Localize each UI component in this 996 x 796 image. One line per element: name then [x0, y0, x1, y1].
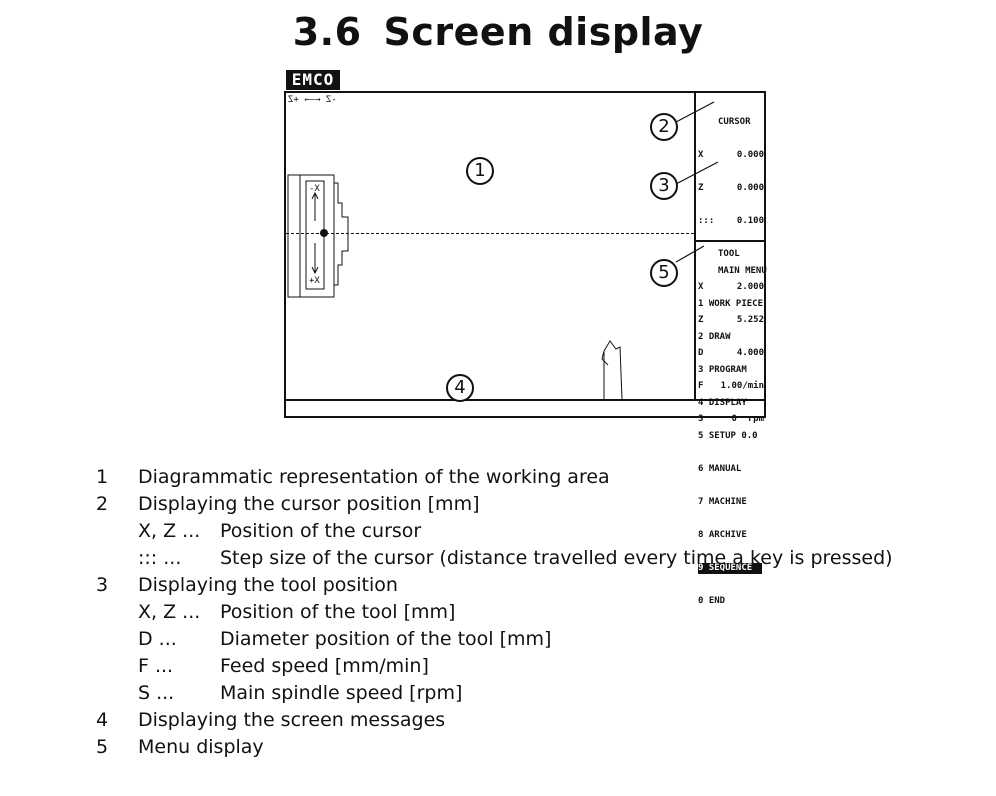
tool-s-key: S — [698, 414, 704, 424]
menu-divider — [696, 240, 764, 242]
legend-sub-item: D ... Diameter position of the tool [mm] — [138, 626, 893, 653]
menu-item-work-piece[interactable]: 1 WORK PIECE — [698, 299, 764, 309]
x-arrow-head-up — [311, 191, 319, 200]
cursor-x-key: X — [698, 150, 704, 160]
legend-item-4: 4 Displaying the screen messages — [96, 707, 893, 734]
legend-item-2: 2 Displaying the cursor position [mm] — [96, 491, 893, 518]
tool-row-d: D 4.000 — [698, 348, 764, 359]
menu-item-program[interactable]: 3 PROGRAM — [698, 365, 747, 375]
legend-sub-text: Step size of the cursor (distance travel… — [220, 547, 893, 569]
center-axis-line — [286, 233, 694, 234]
menu-item-draw[interactable]: 2 DRAW — [698, 332, 731, 342]
tool-z-key: Z — [698, 315, 704, 325]
callout-4: 4 — [446, 374, 474, 402]
menu-item-display[interactable]: 4 DISPLAY — [698, 398, 747, 408]
legend-symbol: F ... — [138, 655, 174, 677]
chuck-jaw-profile — [334, 182, 349, 286]
cursor-row-z: Z 0.000 — [698, 183, 764, 194]
cursor-panel-title: CURSOR — [718, 117, 751, 127]
menu-item-manual[interactable]: 6 MANUAL — [698, 464, 742, 474]
tool-row-x: X 2.000 — [698, 282, 764, 293]
legend-symbol: ::: ... — [138, 547, 182, 569]
tool-d-key: D — [698, 348, 704, 358]
menu-item-end[interactable]: 0 END — [698, 596, 726, 606]
emco-logo: EMCO — [286, 70, 340, 90]
legend-sub-item: S ... Main spindle speed [rpm] — [138, 680, 893, 707]
tool-row-f: F 1.00/min — [698, 381, 764, 392]
legend-text: Displaying the tool position — [138, 574, 398, 596]
tool-panel-title: TOOL — [718, 249, 740, 259]
legend-symbol: D ... — [138, 628, 177, 650]
legend-symbol: X, Z ... — [138, 601, 201, 623]
legend-item-3: 3 Displaying the tool position — [96, 572, 893, 599]
legend-item-1: 1 Diagrammatic representation of the work… — [96, 464, 893, 491]
legend-sub-item: X, Z ... Position of the cursor — [138, 518, 893, 545]
tool-x-value: 2.000 — [736, 282, 764, 292]
cursor-step-key: ::: — [698, 216, 715, 226]
callout-1: 1 — [466, 157, 494, 185]
legend-text: Menu display — [138, 736, 264, 758]
cursor-z-key: Z — [698, 183, 704, 193]
working-area-graphic: -X +X — [287, 174, 623, 399]
section-number: 3.6 — [292, 10, 362, 54]
cursor-z-value: 0.000 — [736, 183, 764, 193]
section-heading: 3.6 Screen display — [0, 10, 996, 54]
legend-sub-text: Main spindle speed [rpm] — [220, 682, 463, 704]
cursor-row-step: :::0.100 — [698, 216, 764, 227]
tool-d-value: 4.000 — [736, 348, 764, 358]
legend-symbol: X, Z ... — [138, 520, 201, 542]
legend-number: 5 — [96, 736, 109, 758]
legend-sub-text: Feed speed [mm/min] — [220, 655, 429, 677]
x-arrow-head-down — [311, 266, 319, 275]
section-title: Screen display — [383, 10, 704, 54]
legend-sub-item: F ... Feed speed [mm/min] — [138, 653, 893, 680]
tool-z-value: 5.252 — [736, 315, 764, 325]
tool-f-key: F — [698, 381, 704, 391]
menu-item-setup[interactable]: 5 SETUP 0.0 — [698, 431, 758, 441]
cursor-x-value: 0.000 — [736, 150, 764, 160]
legend-text: Diagrammatic representation of the worki… — [138, 466, 610, 488]
legend-sub-text: Diameter position of the tool [mm] — [220, 628, 552, 650]
tool-s-value: 0 rpm — [731, 414, 764, 424]
callout-3: 3 — [650, 172, 678, 200]
legend-symbol: S ... — [138, 682, 175, 704]
menu-item-archive[interactable]: 8 ARCHIVE — [698, 530, 747, 540]
main-menu: MAIN MENU 1 WORK PIECE 2 DRAW 3 PROGRAM … — [698, 244, 767, 629]
tool-x-key: X — [698, 282, 704, 292]
cursor-step-value: 0.100 — [736, 216, 764, 226]
legend-sub-item: X, Z ... Position of the tool [mm] — [138, 599, 893, 626]
workpiece-zero-point — [320, 229, 328, 237]
legend-number: 4 — [96, 709, 109, 731]
legend-sub-text: Position of the tool [mm] — [220, 601, 456, 623]
legend-item-5: 5 Menu display — [96, 734, 893, 761]
workpiece-label-plus-x: +X — [309, 276, 320, 286]
legend-number: 2 — [96, 493, 109, 515]
message-line-divider — [286, 399, 764, 401]
callout-2: 2 — [650, 113, 678, 141]
cutting-tool — [601, 340, 623, 399]
menu-item-sequence[interactable]: 9 SEQUENCE — [698, 563, 762, 574]
legend: 1 Diagrammatic representation of the work… — [96, 464, 893, 761]
menu-item-machine[interactable]: 7 MACHINE — [698, 497, 747, 507]
legend-number: 1 — [96, 466, 109, 488]
panel-divider — [694, 93, 696, 399]
tool-row-s: S 0 rpm — [698, 414, 764, 425]
cursor-row-x: X 0.000 — [698, 150, 764, 161]
main-menu-title: MAIN MENU — [718, 266, 767, 276]
workpiece-label-minus-x: -X — [309, 184, 320, 194]
legend-sub-text: Position of the cursor — [220, 520, 422, 542]
tool-f-value: 1.00/min — [720, 381, 764, 391]
chuck-body — [287, 174, 335, 298]
legend-text: Displaying the screen messages — [138, 709, 446, 731]
legend-sub-item: ::: ... Step size of the cursor (distance… — [138, 545, 893, 572]
legend-text: Displaying the cursor position [mm] — [138, 493, 480, 515]
tool-row-z: Z 5.252 — [698, 315, 764, 326]
callout-5: 5 — [650, 259, 678, 287]
legend-number: 3 — [96, 574, 109, 596]
